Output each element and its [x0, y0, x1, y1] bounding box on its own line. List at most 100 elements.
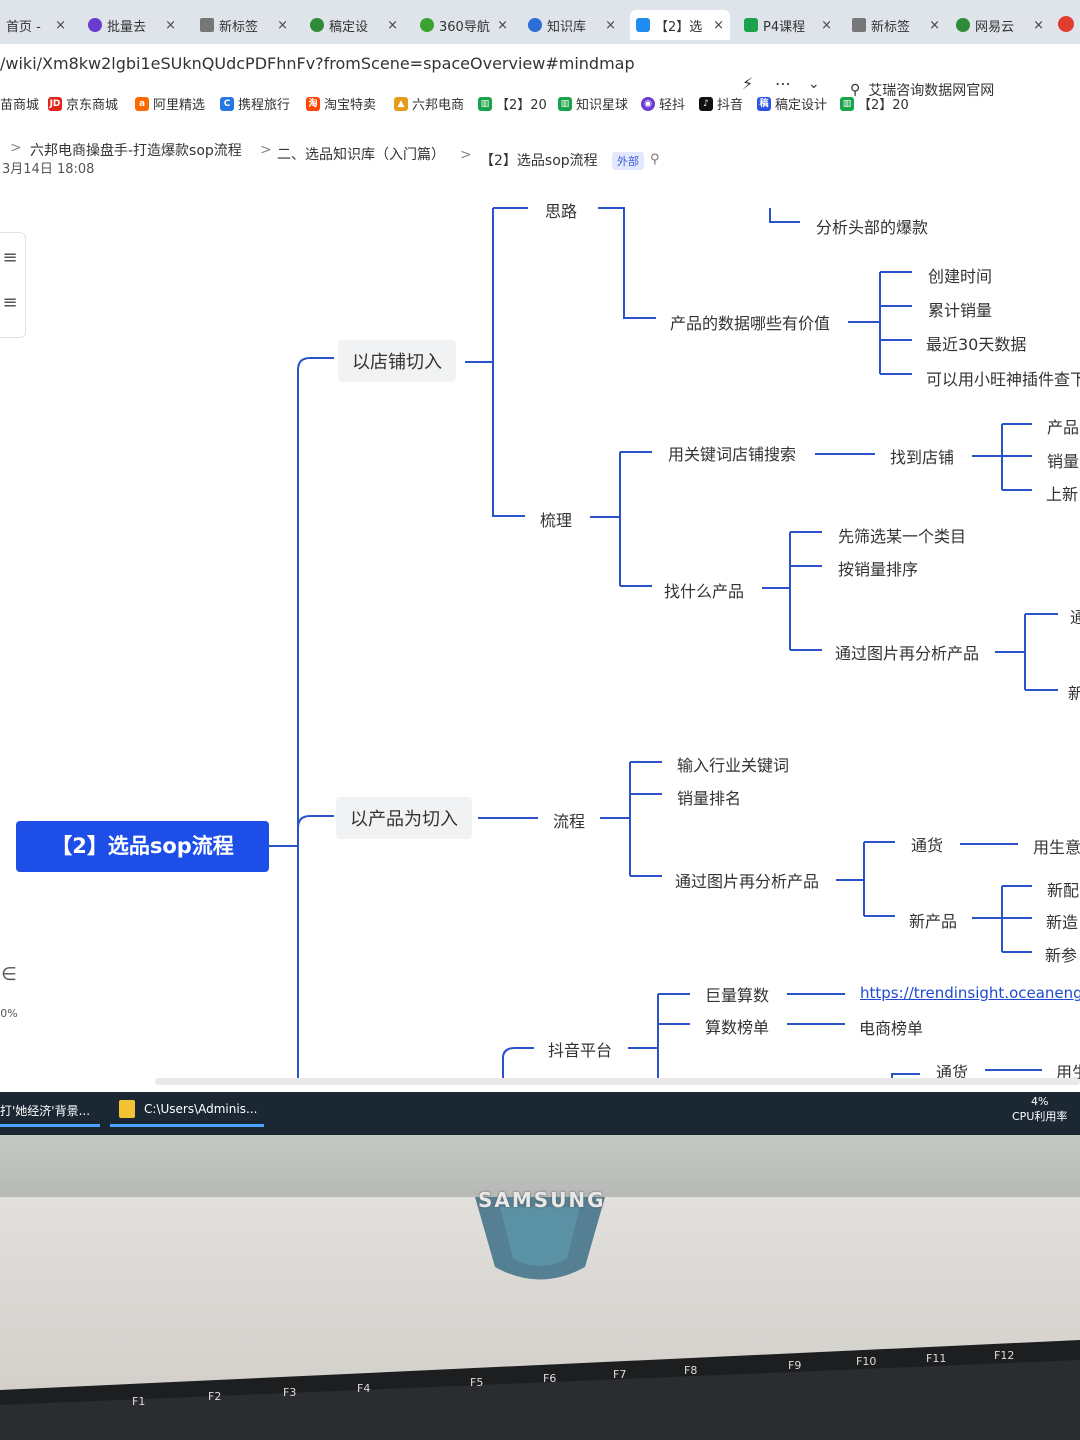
monitor-stand — [475, 1197, 605, 1280]
close-icon[interactable]: × — [821, 17, 832, 33]
bookmark-item[interactable]: ▥【2】20 — [840, 94, 909, 113]
mindmap-node[interactable]: 通过图片再分析产品 — [675, 872, 820, 891]
mindmap-node[interactable]: 用关键词店铺搜索 — [668, 445, 797, 464]
mindmap-node[interactable]: 累计销量 — [928, 301, 993, 320]
monitor-bezel — [0, 1135, 1080, 1197]
tab-knowledge[interactable]: 知识库 × — [522, 10, 622, 40]
bookmark-item[interactable]: 稿稿定设计 — [757, 94, 827, 113]
close-icon[interactable]: × — [277, 17, 288, 33]
mindmap-node[interactable]: 思路 — [545, 202, 578, 221]
close-icon[interactable]: × — [497, 17, 508, 33]
mindmap-node[interactable]: 巨量算数 — [705, 986, 770, 1005]
tab-p4[interactable]: P4课程 × — [738, 10, 838, 40]
mindmap-node[interactable]: 通货 — [936, 1063, 969, 1082]
mindmap-node[interactable]: 输入行业关键词 — [677, 756, 790, 775]
collapse-icon[interactable]: ∈ — [1, 964, 17, 985]
tab-label: 新标签 — [219, 19, 259, 35]
more-icon[interactable]: ⋯ — [775, 74, 791, 93]
bookmark-item[interactable]: 苗商城 — [0, 94, 39, 113]
bookmark-label: 抖音 — [717, 98, 744, 113]
tab-gaoding[interactable]: 稿定设 × — [304, 10, 404, 40]
mindmap-node[interactable]: 上新 — [1046, 485, 1079, 504]
mindmap-node-link[interactable]: https://trendinsight.oceanengine — [860, 984, 1080, 1002]
mindmap-node[interactable]: 新产品 — [909, 912, 958, 931]
close-icon[interactable]: × — [387, 17, 398, 33]
mindmap-root-node[interactable]: 【2】选品sop流程 — [16, 821, 269, 872]
mindmap-node[interactable]: 销量 — [1047, 452, 1080, 471]
bookmark-label: 【2】20 — [496, 98, 547, 113]
mindmap-node[interactable]: 抖音平台 — [548, 1041, 613, 1060]
taskbar-item[interactable]: 打'她经济'背景... — [0, 1104, 91, 1118]
mindmap-node[interactable]: 找什么产品 — [664, 582, 745, 601]
bookmark-item[interactable]: ▥知识星球 — [558, 94, 628, 113]
monitor-brand-logo: SAMSUNG — [478, 1188, 606, 1212]
pin-icon[interactable]: ⚲ — [650, 152, 660, 167]
bolt-icon[interactable]: ⚡ — [742, 74, 754, 93]
mindmap-node[interactable]: 分析头部的爆款 — [816, 218, 929, 237]
mindmap-node[interactable]: 用生意 — [1033, 838, 1080, 857]
mindmap-node[interactable]: 创建时间 — [928, 267, 993, 286]
mindmap-node[interactable]: 通 — [1070, 608, 1080, 627]
mindmap-node[interactable]: 通过图片再分析产品 — [835, 644, 980, 663]
breadcrumb-item[interactable]: 二、选品知识库（入门篇） — [277, 147, 445, 163]
taskbar-item[interactable]: C:\Users\Adminis... — [144, 1102, 258, 1116]
breadcrumb-item-current[interactable]: 【2】选品sop流程 — [480, 153, 598, 169]
tab-home[interactable]: 首页 - × — [0, 10, 72, 40]
close-icon[interactable]: × — [55, 17, 66, 33]
bookmark-item[interactable]: ◉轻抖 — [641, 94, 685, 113]
mindmap-node[interactable]: 新造 — [1046, 913, 1079, 932]
bookmark-label: 阿里精选 — [153, 98, 206, 113]
breadcrumb-item[interactable]: 六邦电商操盘手-打造爆款sop流程 — [30, 143, 242, 159]
mindmap-node[interactable]: 产品 — [1047, 418, 1080, 437]
chevron-down-icon[interactable]: ⌄ — [808, 76, 820, 92]
mindmap-node[interactable]: 算数榜单 — [705, 1018, 770, 1037]
mindmap-node[interactable]: 新参 — [1045, 946, 1078, 965]
tab-current[interactable]: 【2】选 × — [630, 10, 730, 40]
mindmap-node[interactable]: 用生 — [1056, 1063, 1080, 1082]
outline-icon[interactable]: ≡ — [2, 247, 18, 268]
connector — [815, 423, 1032, 491]
close-icon[interactable]: × — [929, 17, 940, 33]
horizontal-scrollbar[interactable] — [155, 1078, 1080, 1085]
close-icon[interactable]: × — [165, 17, 176, 33]
weibo-icon[interactable] — [1058, 16, 1074, 32]
connector — [769, 208, 800, 223]
mindmap-node[interactable]: 通货 — [911, 836, 944, 855]
bookmark-item[interactable]: ♪抖音 — [699, 94, 743, 113]
bookmark-item[interactable]: 淘淘宝特卖 — [306, 94, 376, 113]
mindmap-node[interactable]: 电商榜单 — [859, 1019, 924, 1038]
mindmap-node[interactable]: 梳理 — [540, 511, 573, 530]
mindmap-node[interactable]: 可以用小旺神插件查下 — [926, 370, 1080, 389]
mindmap-node[interactable]: 产品的数据哪些有价值 — [670, 314, 831, 333]
tab-newtab-2[interactable]: 新标签 × — [846, 10, 946, 40]
tab-newtab[interactable]: 新标签 × — [194, 10, 294, 40]
mindmap-node[interactable]: 销量排名 — [677, 789, 742, 808]
list-icon[interactable]: ≡ — [2, 292, 18, 313]
breadcrumb: > 六邦电商操盘手-打造爆款sop流程 > 二、选品知识库（入门篇） > 【2】… — [0, 130, 1080, 180]
mindmap-node[interactable]: 流程 — [553, 812, 586, 831]
mindmap-node[interactable]: 新配 — [1047, 881, 1080, 900]
close-icon[interactable]: × — [1033, 17, 1044, 33]
tab-netease[interactable]: 网易云 × — [950, 10, 1050, 40]
bookmark-item[interactable]: ▲六邦电商 — [394, 94, 464, 113]
bookmark-item[interactable]: ▥【2】20 — [478, 94, 547, 113]
mindmap-node[interactable]: 找到店铺 — [890, 448, 955, 467]
mindmap-node-branch[interactable]: 以产品为切入 — [336, 797, 472, 839]
close-icon[interactable]: × — [713, 17, 724, 33]
mindmap-node[interactable]: 先筛选某一个类目 — [838, 527, 967, 546]
address-bar[interactable]: /wiki/Xm8kw2lgbi1eSUknQUdcPDFhnFv?fromSc… — [0, 44, 1080, 85]
close-icon[interactable]: × — [605, 17, 616, 33]
mindmap-node-branch[interactable]: 以店铺切入 — [338, 340, 456, 382]
url-text[interactable]: /wiki/Xm8kw2lgbi1eSUknQUdcPDFhnFv?fromSc… — [0, 54, 635, 73]
tab-360[interactable]: 360导航 × — [414, 10, 514, 40]
tab-batch[interactable]: 批量去 × — [82, 10, 182, 40]
mindmap-node[interactable]: 按销量排序 — [838, 560, 919, 579]
search-box[interactable]: ⚲ 艾瑞咨询数据网官网 — [850, 80, 994, 100]
tab-label: 批量去 — [107, 19, 147, 35]
f12-key: F12 — [994, 1349, 1015, 1362]
mindmap-node[interactable]: 新 — [1068, 684, 1080, 703]
mindmap-node[interactable]: 最近30天数据 — [926, 335, 1027, 354]
